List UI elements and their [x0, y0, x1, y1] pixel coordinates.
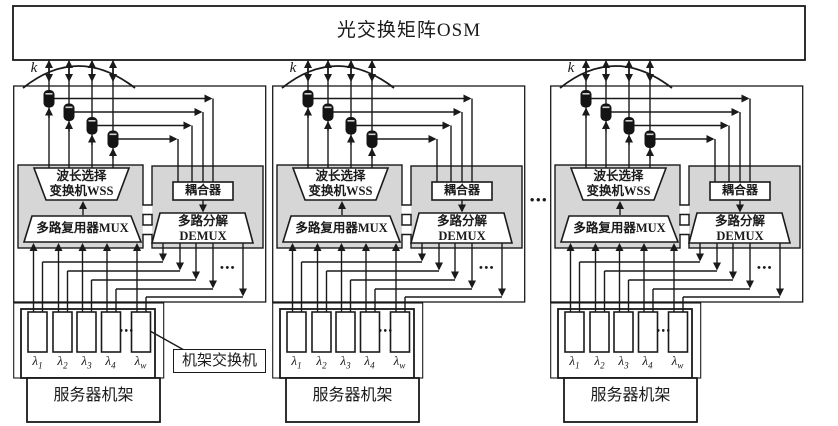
server-rack-label: 服务器机架: [312, 387, 393, 404]
k-port-count-label: k: [289, 60, 297, 76]
module-2-labels: k 波长选择 变换机WSS 多路复用器MUX 耦合器 多路分解 DEMUX ••…: [272, 0, 525, 426]
lambda-label-3: λ3: [340, 353, 351, 371]
lambda-label-1: λ1: [32, 353, 43, 371]
demux-label-line1: 多路分解: [177, 214, 228, 228]
lambda-label-2: λ2: [316, 353, 327, 371]
demux-outputs-ellipsis: •••: [478, 262, 496, 274]
wss-label-line2: 变换机WSS: [49, 184, 114, 198]
lambda-label-1: λ1: [291, 353, 302, 371]
demux-label-line2: DEMUX: [438, 228, 486, 243]
server-rack-label: 服务器机架: [590, 387, 671, 404]
module-3-labels: k 波长选择 变换机WSS 多路复用器MUX 耦合器 多路分解 DEMUX ••…: [550, 0, 803, 426]
wss-label-line2: 变换机WSS: [308, 184, 373, 198]
coupler-label: 耦合器: [721, 183, 758, 197]
lambda-label-w: λw: [671, 353, 684, 371]
coupler-label: 耦合器: [184, 183, 221, 197]
server-rack-label: 服务器机架: [53, 387, 134, 404]
lambda-label-w: λw: [393, 353, 406, 371]
mux-label: 多路复用器MUX: [573, 221, 666, 235]
demux-label: 多路分解 DEMUX: [690, 214, 790, 243]
lambda-label-4: λ4: [105, 353, 116, 371]
wss-label-line1: 波长选择: [315, 169, 366, 183]
mux-label: 多路复用器MUX: [36, 221, 129, 235]
k-port-count-label: k: [567, 60, 575, 76]
demux-label: 多路分解 DEMUX: [412, 214, 512, 243]
lambda-label-2: λ2: [594, 353, 605, 371]
demux-outputs-ellipsis: •••: [756, 262, 774, 274]
wss-label: 波长选择 变换机WSS: [293, 169, 388, 199]
demux-label-line2: DEMUX: [179, 228, 227, 243]
lambda-label-4: λ4: [364, 353, 375, 371]
wss-label: 波长选择 变换机WSS: [571, 169, 666, 199]
rack-slots-ellipsis: •••: [656, 326, 672, 337]
mux-label: 多路复用器MUX: [295, 221, 388, 235]
rack-slots-ellipsis: •••: [378, 326, 394, 337]
coupler-label: 耦合器: [443, 183, 480, 197]
lambda-label-1: λ1: [569, 353, 580, 371]
k-port-count-label: k: [30, 60, 38, 76]
lambda-label-3: λ3: [81, 353, 92, 371]
osm-box: [12, 5, 806, 61]
demux-label: 多路分解 DEMUX: [153, 214, 253, 243]
demux-label-line2: DEMUX: [716, 228, 764, 243]
lambda-label-w: λw: [134, 353, 147, 371]
demux-label-line1: 多路分解: [714, 214, 765, 228]
lambda-label-2: λ2: [57, 353, 68, 371]
wss-label: 波长选择 变换机WSS: [34, 169, 129, 199]
demux-label-line1: 多路分解: [436, 214, 487, 228]
demux-outputs-ellipsis: •••: [219, 262, 237, 274]
wss-label-line2: 变换机WSS: [586, 184, 651, 198]
rack-slots-ellipsis: •••: [119, 326, 135, 337]
wss-label-line1: 波长选择: [56, 169, 107, 183]
callout-pointer-line: [149, 330, 185, 351]
lambda-label-4: λ4: [642, 353, 653, 371]
module-1-labels: k 波长选择 变换机WSS 多路复用器MUX 耦合器 多路分解 DEMUX ••…: [13, 0, 266, 426]
lambda-label-3: λ3: [618, 353, 629, 371]
wss-label-line1: 波长选择: [593, 169, 644, 183]
